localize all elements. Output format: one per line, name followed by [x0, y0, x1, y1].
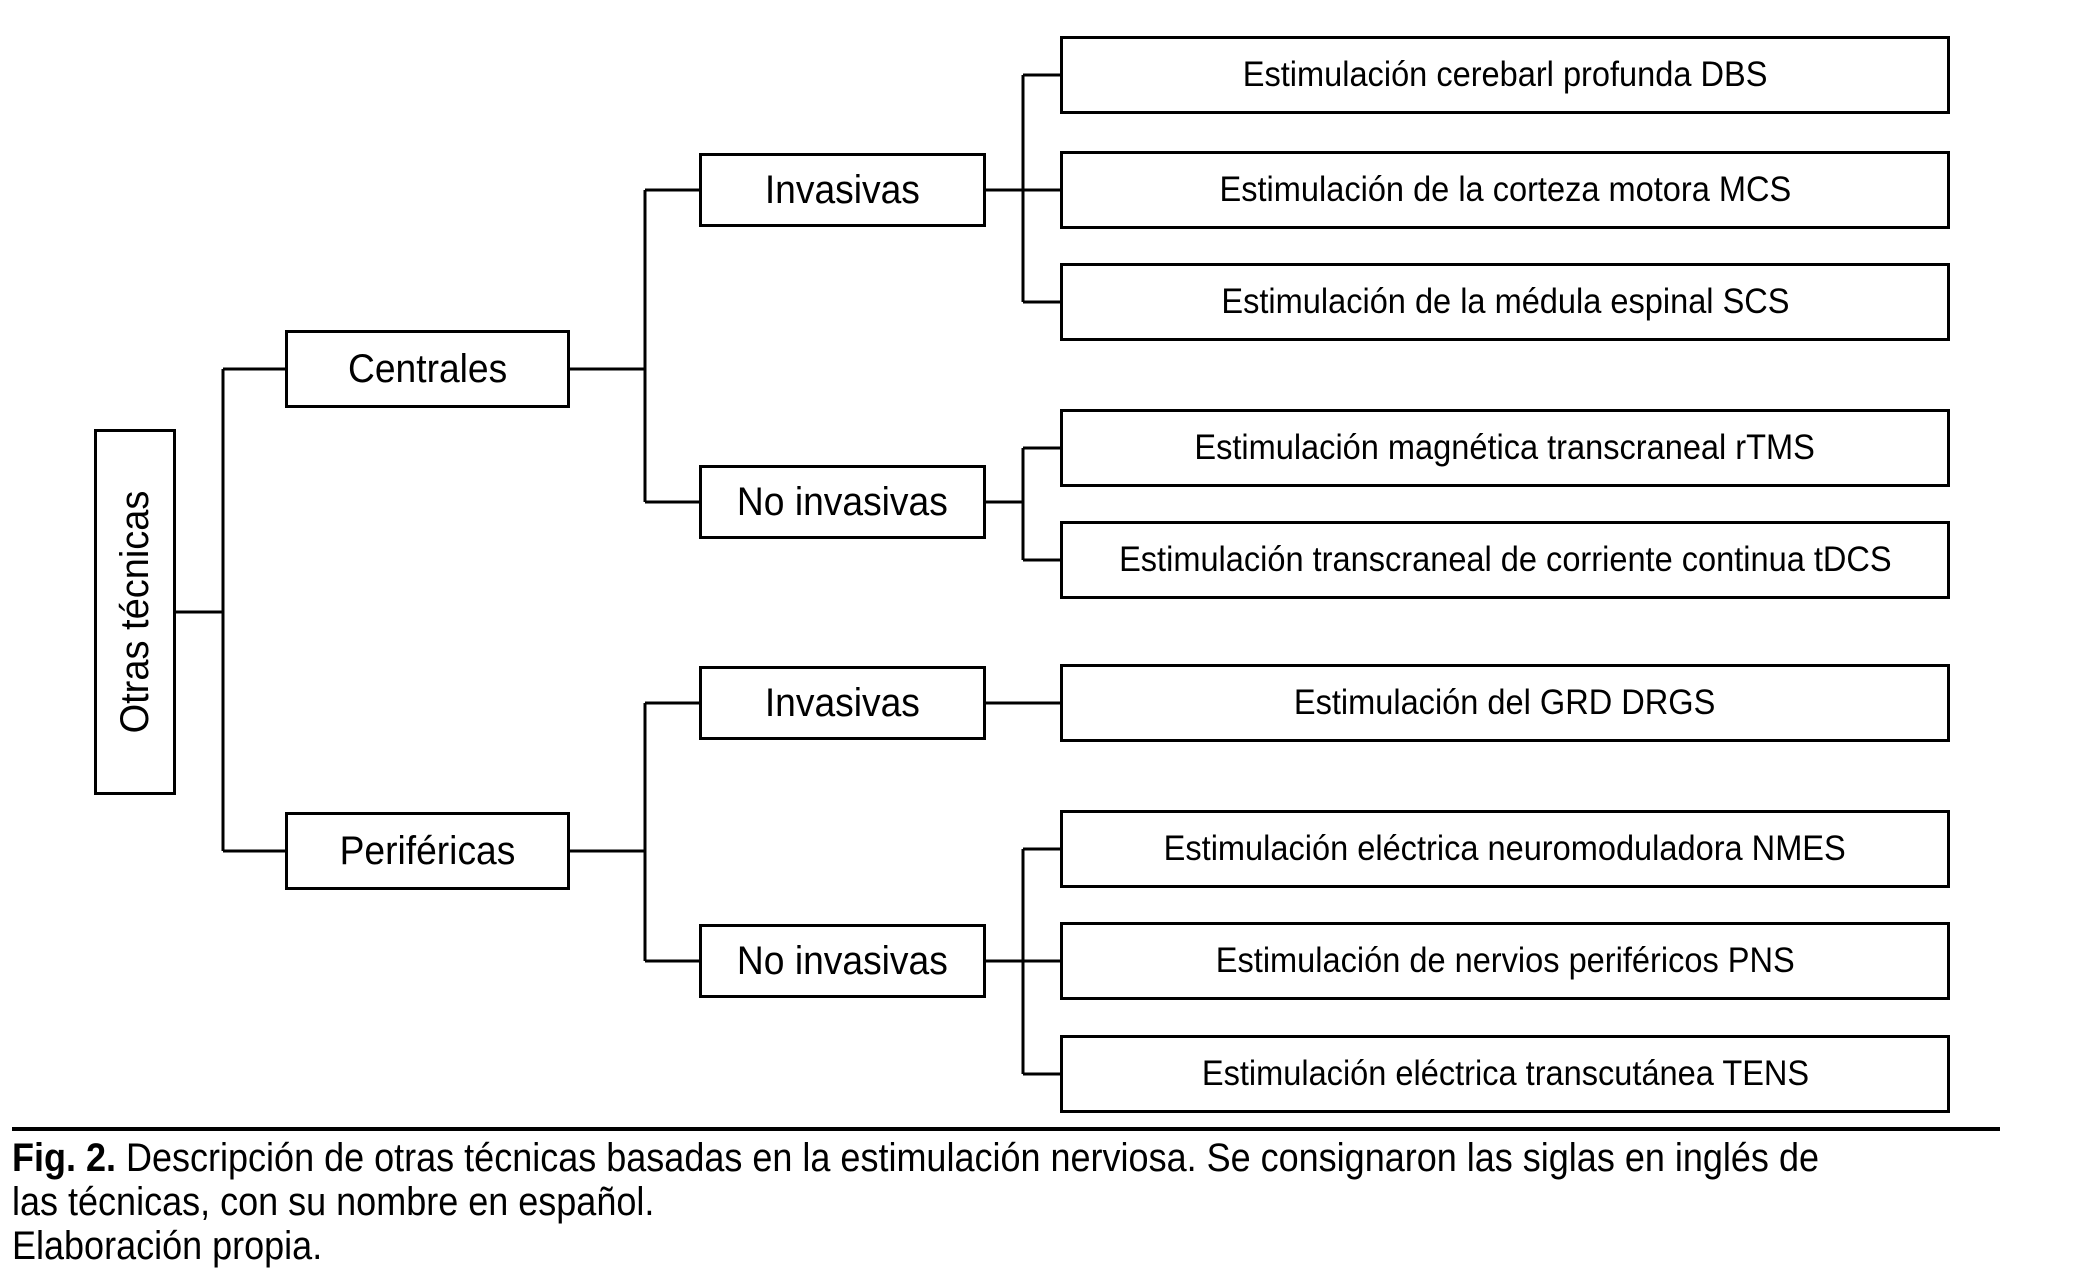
- leaf-rtms: Estimulación magnética transcraneal rTMS: [1060, 409, 1950, 487]
- node-perifericas-invasivas-label: Invasivas: [764, 681, 921, 725]
- leaf-dbs: Estimulación cerebarl profunda DBS: [1060, 36, 1950, 114]
- leaf-drgs-label: Estimulación del GRD DRGS: [1294, 682, 1716, 722]
- leaf-dbs-label: Estimulación cerebarl profunda DBS: [1242, 54, 1768, 94]
- caption-fig-label: Fig. 2.: [12, 1136, 117, 1180]
- node-perifericas-no-invasivas-label: No invasivas: [737, 939, 948, 983]
- leaf-nmes-label: Estimulación eléctrica neuromoduladora N…: [1163, 828, 1847, 868]
- node-perifericas-no-invasivas: No invasivas: [699, 924, 986, 998]
- node-perifericas: Periféricas: [285, 812, 570, 890]
- node-centrales-no-invasivas: No invasivas: [699, 465, 986, 539]
- node-centrales-invasivas: Invasivas: [699, 153, 986, 227]
- caption-divider: [12, 1127, 2000, 1131]
- leaf-nmes: Estimulación eléctrica neuromoduladora N…: [1060, 810, 1950, 888]
- node-otras-tecnicas: Otras técnicas: [94, 429, 176, 795]
- caption-line-2-text: las técnicas, con su nombre en español.: [12, 1180, 655, 1224]
- node-centrales-invasivas-label: Invasivas: [764, 168, 921, 212]
- node-otras-tecnicas-label: Otras técnicas: [113, 490, 157, 734]
- connector-path: [176, 73, 1060, 1076]
- leaf-mcs-label: Estimulación de la corteza motora MCS: [1219, 169, 1791, 209]
- node-centrales: Centrales: [285, 330, 570, 408]
- caption-source-text: Elaboración propia.: [12, 1224, 323, 1268]
- node-perifericas-label: Periféricas: [339, 829, 516, 873]
- leaf-scs-label: Estimulación de la médula espinal SCS: [1220, 281, 1790, 321]
- caption-source: Elaboración propia.: [12, 1224, 2072, 1268]
- caption-line-2: las técnicas, con su nombre en español.: [12, 1180, 2072, 1224]
- leaf-tdcs-label: Estimulación transcraneal de corriente c…: [1118, 539, 1892, 579]
- caption-line-1: Fig. 2. Descripción de otras técnicas ba…: [12, 1136, 2072, 1180]
- leaf-mcs: Estimulación de la corteza motora MCS: [1060, 151, 1950, 229]
- leaf-scs: Estimulación de la médula espinal SCS: [1060, 263, 1950, 341]
- node-centrales-no-invasivas-label: No invasivas: [737, 480, 948, 524]
- caption-line-1-text: Descripción de otras técnicas basadas en…: [126, 1136, 1819, 1180]
- leaf-pns-label: Estimulación de nervios periféricos PNS: [1215, 940, 1795, 980]
- node-centrales-label: Centrales: [347, 347, 508, 391]
- leaf-tens: Estimulación eléctrica transcutánea TENS: [1060, 1035, 1950, 1113]
- node-perifericas-invasivas: Invasivas: [699, 666, 986, 740]
- leaf-tdcs: Estimulación transcraneal de corriente c…: [1060, 521, 1950, 599]
- leaf-tens-label: Estimulación eléctrica transcutánea TENS: [1201, 1053, 1809, 1093]
- leaf-pns: Estimulación de nervios periféricos PNS: [1060, 922, 1950, 1000]
- figure-caption: Fig. 2. Descripción de otras técnicas ba…: [12, 1136, 2072, 1268]
- leaf-drgs: Estimulación del GRD DRGS: [1060, 664, 1950, 742]
- leaf-rtms-label: Estimulación magnética transcraneal rTMS: [1194, 427, 1816, 467]
